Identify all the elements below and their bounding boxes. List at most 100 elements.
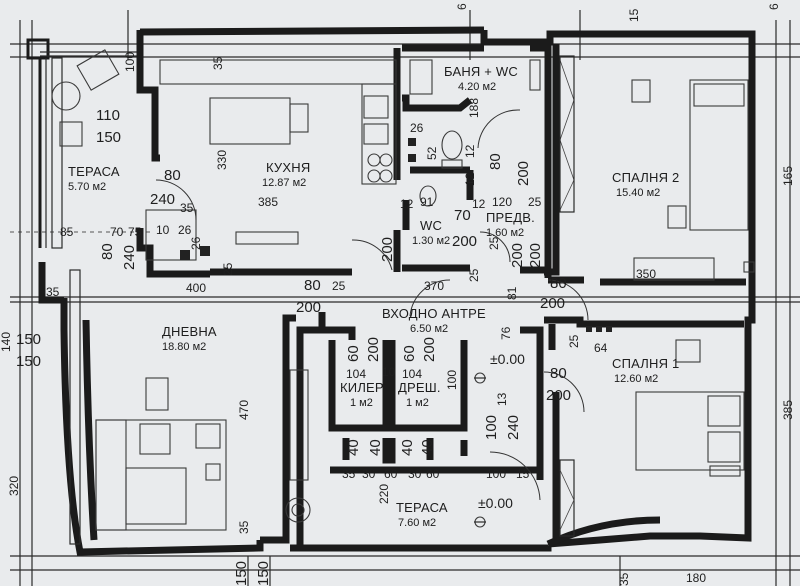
room-name-terrace-top: ТЕРАСА: [68, 164, 120, 179]
dim-150-e: 150: [255, 561, 272, 586]
dim-70: 70: [110, 225, 124, 239]
dim-26-c: 26: [410, 121, 424, 135]
dim-110: 110: [96, 107, 120, 124]
dim-25-e: 25: [487, 236, 501, 250]
dim-25: 25: [221, 262, 235, 276]
walls: [38, 26, 756, 556]
dim-25-b: 25: [332, 279, 346, 293]
guide-lines: [10, 10, 800, 586]
dim-150: 150: [96, 129, 121, 146]
dim-140: 140: [0, 332, 13, 352]
dim-12-d: 12: [472, 197, 486, 211]
room-name-bedroom1: СПАЛНЯ 1: [612, 356, 679, 371]
dim-12: 12: [463, 144, 477, 158]
room-name-kitchen: КУХНЯ: [266, 160, 310, 175]
room-name-living: ДНЕВНА: [162, 324, 217, 339]
dim-150-b: 150: [16, 331, 41, 348]
living-furniture: [95, 369, 311, 531]
dim-60-c: 60: [384, 467, 398, 481]
room-area-hall-small: 1.60 м2: [486, 227, 524, 239]
dim-25-d: 25: [467, 268, 481, 282]
room-name-terrace-bottom: ТЕРАСА: [396, 500, 448, 515]
dim-81: 81: [505, 286, 519, 300]
door-swings: [155, 109, 589, 501]
dim-200: 200: [296, 299, 321, 316]
dim-40-d: 40: [419, 439, 436, 456]
dim-35: 35: [211, 56, 225, 70]
dim-91: 91: [420, 195, 434, 209]
room-name-bedroom2: СПАЛНЯ 2: [612, 170, 679, 185]
dim-60-d: 60: [426, 467, 440, 481]
dim-100-c: 100: [483, 415, 500, 440]
dim-470: 470: [237, 400, 251, 420]
dim-100: 100: [123, 52, 137, 72]
dim-80-d: 80: [487, 153, 504, 170]
bedroom1-furniture: [635, 339, 745, 477]
room-area-bathroom: 4.20 м2: [458, 81, 496, 93]
room-name-bathroom: БАНЯ + WC: [444, 64, 518, 79]
room-area-pantry: 1 м2: [350, 397, 373, 409]
dim-350: 350: [636, 267, 656, 281]
dim-200-c: 200: [515, 161, 532, 186]
room-area-bedroom2: 15.40 м2: [616, 187, 660, 199]
dim-104-b: 104: [402, 367, 422, 381]
kitchen-furniture: [145, 59, 397, 261]
dim-200-h: 200: [365, 337, 382, 362]
terrace-top-railing: [26, 38, 138, 248]
dim-75: 75: [128, 225, 142, 239]
room-name-wardrobe: ДРЕШ.: [398, 380, 441, 395]
dim-200-g: 200: [540, 295, 565, 312]
dim-60: 60: [345, 345, 362, 362]
dim-240-c: 240: [505, 415, 522, 440]
room-name-entrance: ВХОДНО АНТРЕ: [382, 306, 486, 321]
bathroom-fixtures: [408, 59, 612, 332]
dim-40: 40: [345, 439, 362, 456]
dim-188: 188: [467, 98, 481, 118]
dim-200-i: 200: [421, 337, 438, 362]
dim-165: 165: [781, 166, 795, 186]
bedroom2-furniture: [631, 79, 755, 281]
dim-320: 320: [7, 476, 21, 496]
dim-400: 400: [186, 281, 206, 295]
dim-35-f: 35: [617, 572, 631, 586]
dim-220: 220: [377, 484, 391, 504]
dim-10: 10: [156, 223, 170, 237]
dim-40-c: 40: [399, 439, 416, 456]
room-area-bedroom1: 12.60 м2: [614, 373, 658, 385]
dim-80-c: 80: [304, 277, 321, 294]
dim-100-b: 100: [445, 370, 459, 390]
dim-385: 385: [258, 195, 278, 209]
dim-10-b: 10: [382, 365, 396, 379]
dim-15-b: 15: [627, 8, 641, 22]
room-area-terrace-top: 5.70 м2: [68, 181, 106, 193]
dim-85: 85: [60, 225, 74, 239]
dim-200-f: 200: [527, 243, 544, 268]
dim-240: 240: [150, 191, 175, 208]
wall-hatching: [51, 55, 575, 545]
room-area-wc: 1.30 м2: [412, 235, 450, 247]
dim-26-b: 26: [189, 236, 203, 250]
level-entrance: ±0.00: [490, 351, 525, 367]
dim-80-f: 80: [550, 365, 567, 382]
dim-100-d: 100: [486, 467, 506, 481]
dim-25-f: 25: [567, 334, 581, 348]
dim-180: 180: [686, 571, 706, 585]
room-area-wardrobe: 1 м2: [406, 397, 429, 409]
room-area-terrace-bottom: 7.60 м2: [398, 517, 436, 529]
dim-64: 64: [594, 341, 608, 355]
dim-30-b: 30: [408, 467, 422, 481]
dim-385-b: 385: [781, 400, 795, 420]
dim-104: 104: [346, 367, 366, 381]
dim-40-b: 40: [367, 439, 384, 456]
room-area-living: 18.80 м2: [162, 341, 206, 353]
dim-25-c: 25: [528, 195, 542, 209]
dim-35-d: 35: [237, 520, 251, 534]
dim-70-b: 70: [454, 207, 471, 224]
room-area-kitchen: 12.87 м2: [262, 177, 306, 189]
dim-200-j: 200: [546, 387, 571, 404]
dim-12-c: 12: [463, 172, 477, 186]
level-markers: [474, 372, 486, 528]
dim-6-b: 6: [767, 3, 781, 10]
dim-52: 52: [425, 146, 439, 160]
